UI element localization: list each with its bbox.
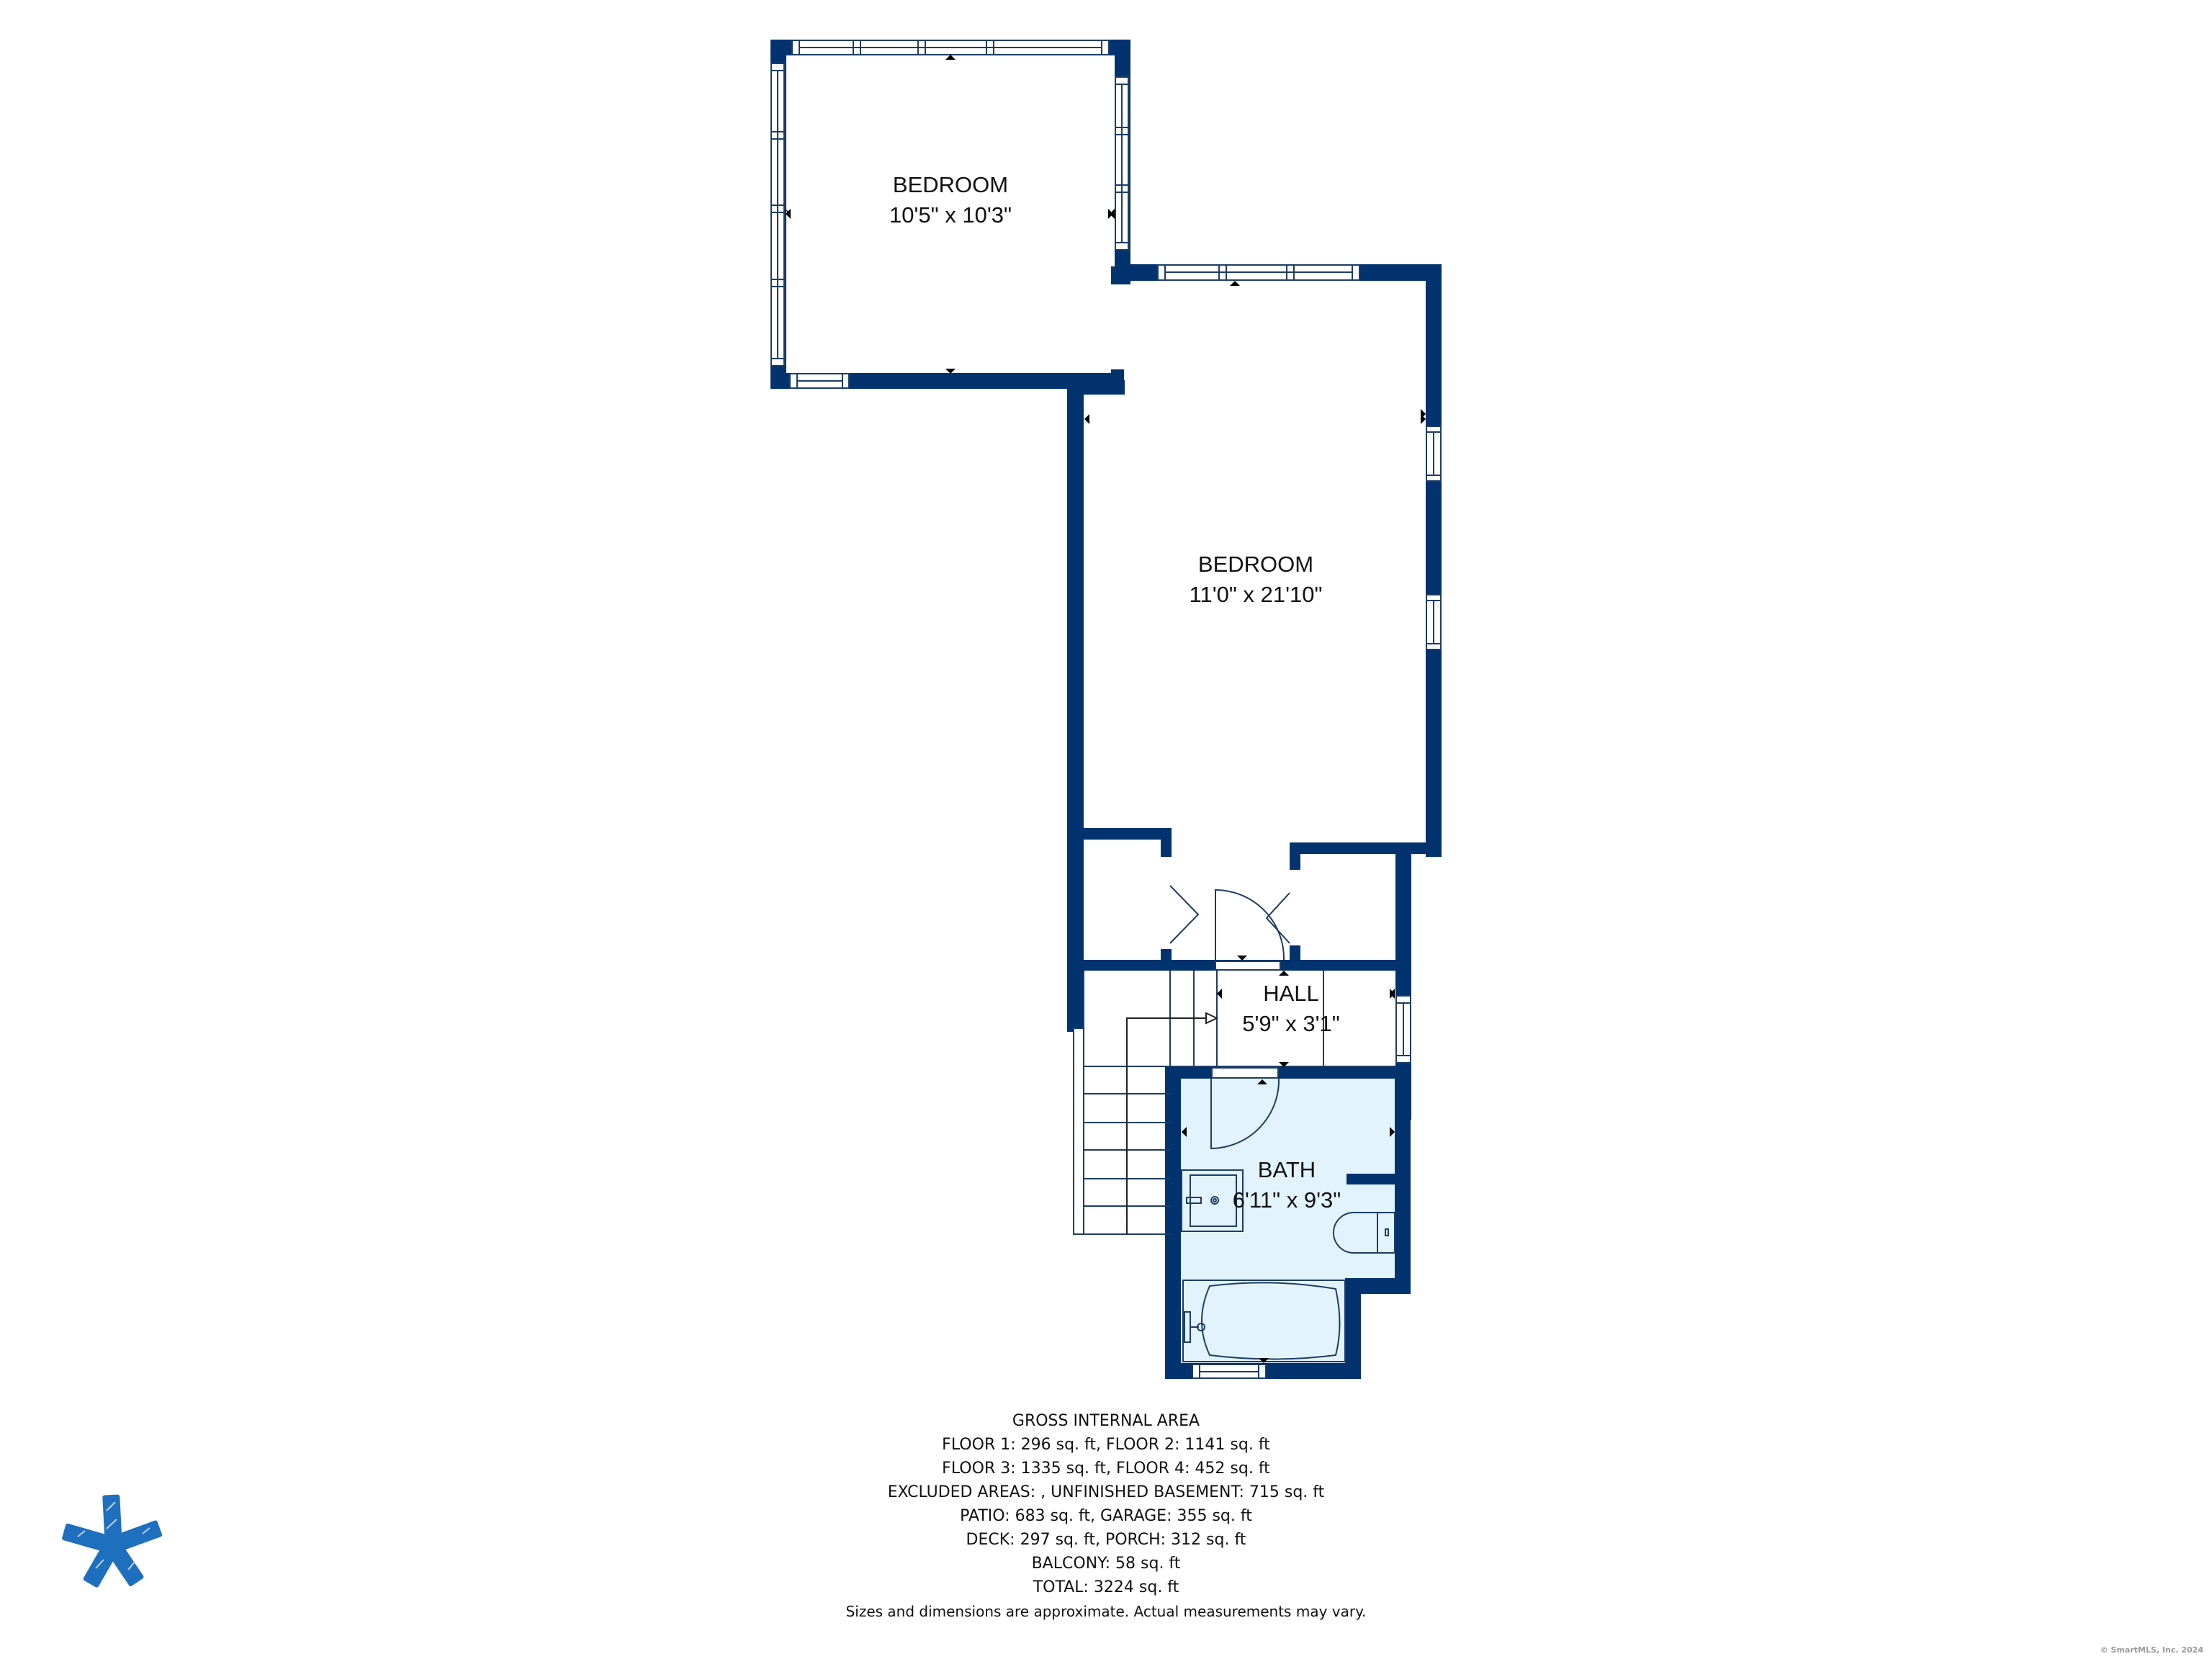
room-label-bedroom-1: BEDROOM 10'5" x 10'3" bbox=[889, 170, 1012, 230]
stairs bbox=[1073, 971, 1395, 1235]
room-label-bedroom-2: BEDROOM 11'0" x 21'10" bbox=[1190, 549, 1323, 610]
summary-line: EXCLUDED AREAS: , UNFINISHED BASEMENT: 7… bbox=[887, 1483, 1325, 1501]
summary-line: BALCONY: 58 sq. ft bbox=[1031, 1555, 1181, 1573]
room-name: BATH bbox=[1257, 1157, 1316, 1182]
room-dimensions: 6'11" x 9'3" bbox=[1232, 1187, 1341, 1213]
summary-line: FLOOR 1: 296 sq. ft, FLOOR 2: 1141 sq. f… bbox=[942, 1436, 1270, 1454]
room-dimensions: 5'9" x 3'1" bbox=[1242, 1011, 1340, 1036]
bath-floor bbox=[1181, 1078, 1395, 1363]
room-label-bath: BATH 6'11" x 9'3" bbox=[1233, 1155, 1341, 1215]
summary-line: PATIO: 683 sq. ft, GARAGE: 355 sq. ft bbox=[960, 1507, 1252, 1525]
toilet-icon bbox=[1333, 1212, 1378, 1254]
summary-line: FLOOR 3: 1335 sq. ft, FLOOR 4: 452 sq. f… bbox=[942, 1460, 1270, 1478]
room-dimensions: 10'5" x 10'3" bbox=[889, 202, 1012, 228]
disclaimer: Sizes and dimensions are approximate. Ac… bbox=[845, 1603, 1367, 1620]
gross-internal-area-summary: GROSS INTERNAL AREA FLOOR 1: 296 sq. ft,… bbox=[846, 1409, 1367, 1624]
summary-title: GROSS INTERNAL AREA bbox=[1012, 1412, 1200, 1430]
vanity-icon bbox=[1181, 1169, 1244, 1232]
sink-icon bbox=[1190, 1174, 1237, 1227]
asterisk-logo-icon bbox=[62, 1494, 163, 1588]
copyright-notice: © SmartMLS, Inc. 2024 bbox=[2100, 1645, 2203, 1655]
bath-fixtures bbox=[1181, 1169, 1395, 1362]
summary-line: DECK: 297 sq. ft, PORCH: 312 sq. ft bbox=[966, 1531, 1246, 1549]
room-label-hall: HALL 5'9" x 3'1" bbox=[1242, 979, 1340, 1039]
doors bbox=[1169, 885, 1290, 1150]
room-name: HALL bbox=[1263, 981, 1319, 1006]
room-dimensions: 11'0" x 21'10" bbox=[1189, 582, 1323, 607]
windows bbox=[770, 40, 1442, 1379]
room-name: BEDROOM bbox=[1197, 552, 1314, 577]
summary-line: TOTAL: 3224 sq. ft bbox=[1033, 1578, 1179, 1596]
room-name: BEDROOM bbox=[892, 172, 1009, 197]
dimension-markers bbox=[786, 55, 1426, 1363]
